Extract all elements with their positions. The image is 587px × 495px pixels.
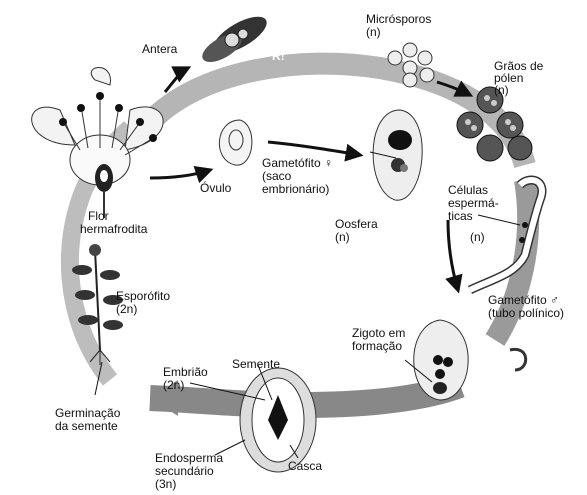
label-casca: Casca	[288, 460, 322, 473]
cycle-arrows	[150, 68, 470, 290]
label-esporofito-ploidy: (2n)	[116, 303, 137, 316]
ovule-illustration	[219, 120, 252, 165]
label-graos-ploidy: (n)	[494, 84, 509, 97]
label-antera: Antera	[142, 43, 177, 56]
label-gametofito-m-line2: (tubo polínico)	[488, 307, 564, 320]
flower-illustration	[32, 68, 163, 219]
label-oosfera-ploidy: (n)	[335, 231, 350, 244]
label-celulas-ploidy: (n)	[470, 231, 485, 244]
seed-illustration	[240, 368, 316, 472]
label-embriao-ploidy: (2n)	[163, 379, 184, 392]
label-ovulo: Óvulo	[200, 182, 231, 195]
label-semente: Semente	[232, 358, 280, 371]
label-flor-line2: hermafrodita	[80, 223, 147, 236]
label-meiose: Meiose	[292, 82, 333, 95]
label-zigoto-line2: formação	[352, 340, 402, 353]
label-r: R!	[272, 50, 285, 63]
label-celulas-line3: ticas	[448, 210, 473, 223]
label-gametofito-f-line3: embrionário)	[262, 183, 329, 196]
label-microsporos-ploidy: (n)	[366, 26, 381, 39]
label-germinacao-line2: da semente	[55, 420, 118, 433]
embryo-sac-illustration	[373, 110, 422, 200]
label-endosperma-ploidy: (3n)	[155, 478, 176, 491]
